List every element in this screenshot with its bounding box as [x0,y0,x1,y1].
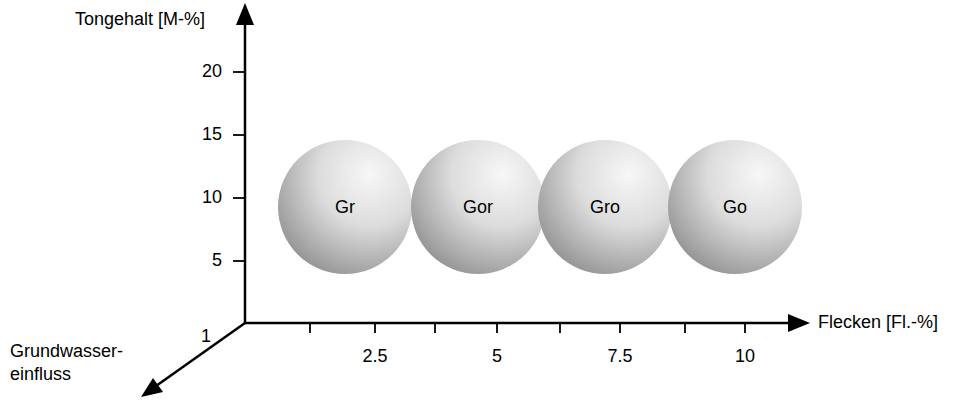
tick-label: 10 [202,186,222,209]
z-axis [156,323,245,386]
tick-mark [233,197,245,199]
tick-mark [233,260,245,262]
tick-label: 2.5 [362,345,387,368]
tick-mark [744,323,746,333]
sphere-label: Gor [463,197,493,218]
sphere-label: Go [723,197,747,218]
arrowhead [788,314,810,332]
tick-label: 15 [202,123,222,146]
axis-title: Flecken [Fl.-%] [818,311,938,334]
tick-label: 5 [212,249,222,272]
sphere-node: Gr [277,139,413,275]
sphere-circle [668,140,802,274]
sphere-circle [538,140,672,274]
tick-mark [619,323,621,333]
sphere-node: Gor [410,139,546,275]
tick-mark [309,323,311,333]
sphere-label: Gr [335,197,355,218]
sphere-node: Go [667,139,803,275]
sphere-circle [278,140,412,274]
tick-mark [434,323,436,333]
tick-label: 10 [735,345,755,368]
tick-label: 7.5 [607,345,632,368]
axis-title: Grundwasser- einfluss [10,340,135,387]
tick-mark [374,323,376,333]
sphere-label: Gro [590,197,620,218]
tick-label: 1 [201,325,211,348]
arrowhead [141,378,163,397]
arrowhead [236,3,254,25]
sphere-circle [411,140,545,274]
y-axis [244,20,247,323]
tick-mark [233,134,245,136]
tick-mark [684,323,686,333]
tick-label: 5 [492,345,502,368]
tick-mark [233,71,245,73]
axis-title: Tongehalt [M-%] [75,8,205,31]
tick-mark [559,323,561,333]
sphere-node: Gro [537,139,673,275]
tick-label: 20 [202,60,222,83]
x-axis [245,322,793,325]
tick-mark [496,323,498,333]
